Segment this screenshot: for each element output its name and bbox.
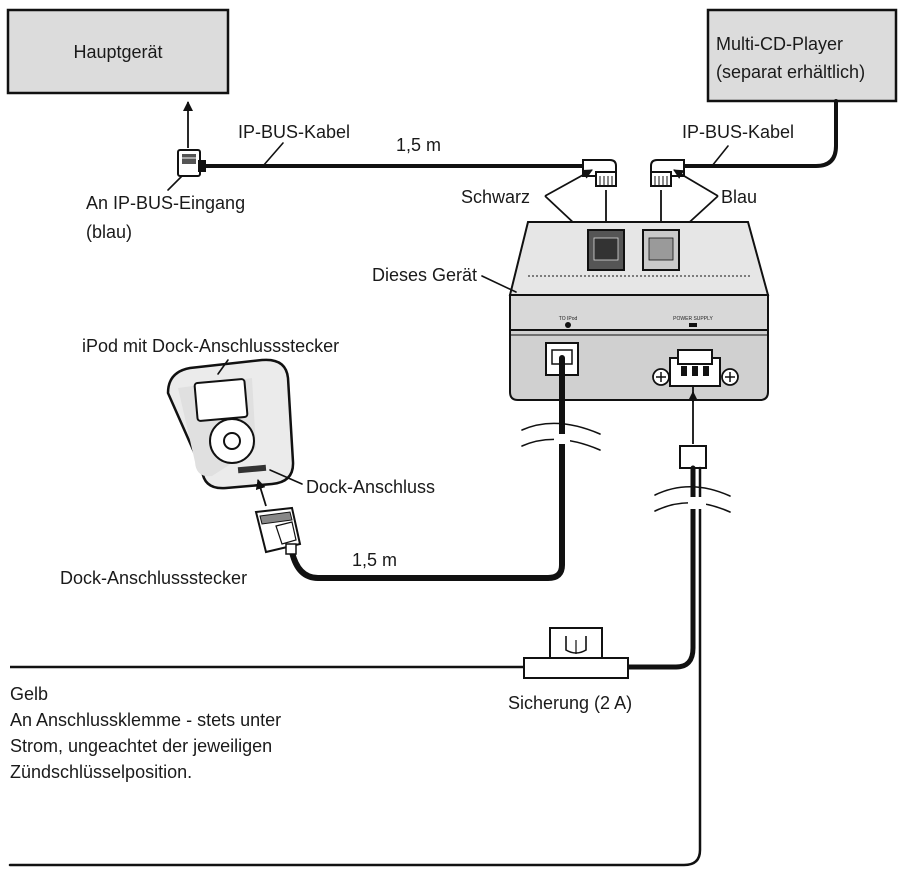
ip-bus-input-leader	[167, 175, 183, 191]
ipod-screen	[193, 378, 249, 422]
cd-player-label-line2: (separat erhältlich)	[716, 62, 865, 82]
ip-bus-cable-right-leader	[711, 145, 729, 167]
interface-unit: TO IPod POWER SUPPLY	[508, 221, 770, 401]
head-unit-label: Hauptgerät	[73, 42, 162, 62]
dock-plug	[254, 506, 302, 555]
ip-bus-plug-left	[177, 149, 206, 177]
cd-player-box: Multi-CD-Player (separat erhältlich)	[706, 8, 898, 103]
ip-bus-cable-right-label: IP-BUS-Kabel	[682, 122, 794, 142]
power-supply-panel-text: POWER SUPPLY	[673, 316, 713, 322]
blue-arrow-plug	[673, 169, 719, 197]
black-arrow-plug	[544, 169, 593, 197]
yellow-desc-line3: Zündschlüsselposition.	[10, 762, 192, 782]
head-unit-box: Hauptgerät	[6, 8, 230, 95]
yellow-label: Gelb	[10, 684, 48, 704]
power-connector	[679, 445, 707, 469]
ip-bus-input-label-line1: An IP-BUS-Eingang	[86, 193, 245, 213]
power-cable-to-fuse	[597, 465, 696, 670]
cd-player-label-line1: Multi-CD-Player	[716, 34, 843, 54]
fuse-holder	[523, 627, 629, 679]
dock-plug-arrow	[255, 479, 267, 507]
power-cable-bottom	[8, 466, 702, 867]
yellow-desc-line1: An Anschlussklemme - stets unter	[10, 710, 281, 730]
length-bottom-label: 1,5 m	[352, 550, 397, 570]
to-ipod-panel-text: TO IPod	[559, 316, 578, 322]
ip-bus-cable-left-leader	[262, 142, 284, 167]
ip-bus-cable-left-label: IP-BUS-Kabel	[238, 122, 350, 142]
ip-bus-cable-cd	[680, 99, 838, 168]
dock-port-leader	[269, 469, 303, 485]
ipod-label: iPod mit Dock-Anschlussstecker	[82, 336, 339, 356]
ip-bus-input-label-line2: (blau)	[86, 222, 132, 242]
dock-plug-label: Dock-Anschlussstecker	[60, 568, 247, 588]
dock-port-label: Dock-Anschluss	[306, 477, 435, 497]
this-unit-leader	[481, 275, 517, 293]
ipod-dock-port	[237, 464, 267, 474]
blue-label: Blau	[721, 187, 757, 207]
black-label: Schwarz	[461, 187, 530, 207]
yellow-desc-line2: Strom, ungeachtet der jeweiligen	[10, 736, 272, 756]
ipod-leader	[217, 359, 229, 375]
fuse-label: Sicherung (2 A)	[508, 693, 632, 713]
ip-bus-plug-blue	[650, 159, 685, 187]
length-top-label: 1,5 m	[396, 135, 441, 155]
ipod-cable	[289, 355, 565, 581]
this-unit-label: Dieses Gerät	[372, 265, 477, 285]
ipod-device	[166, 358, 295, 490]
